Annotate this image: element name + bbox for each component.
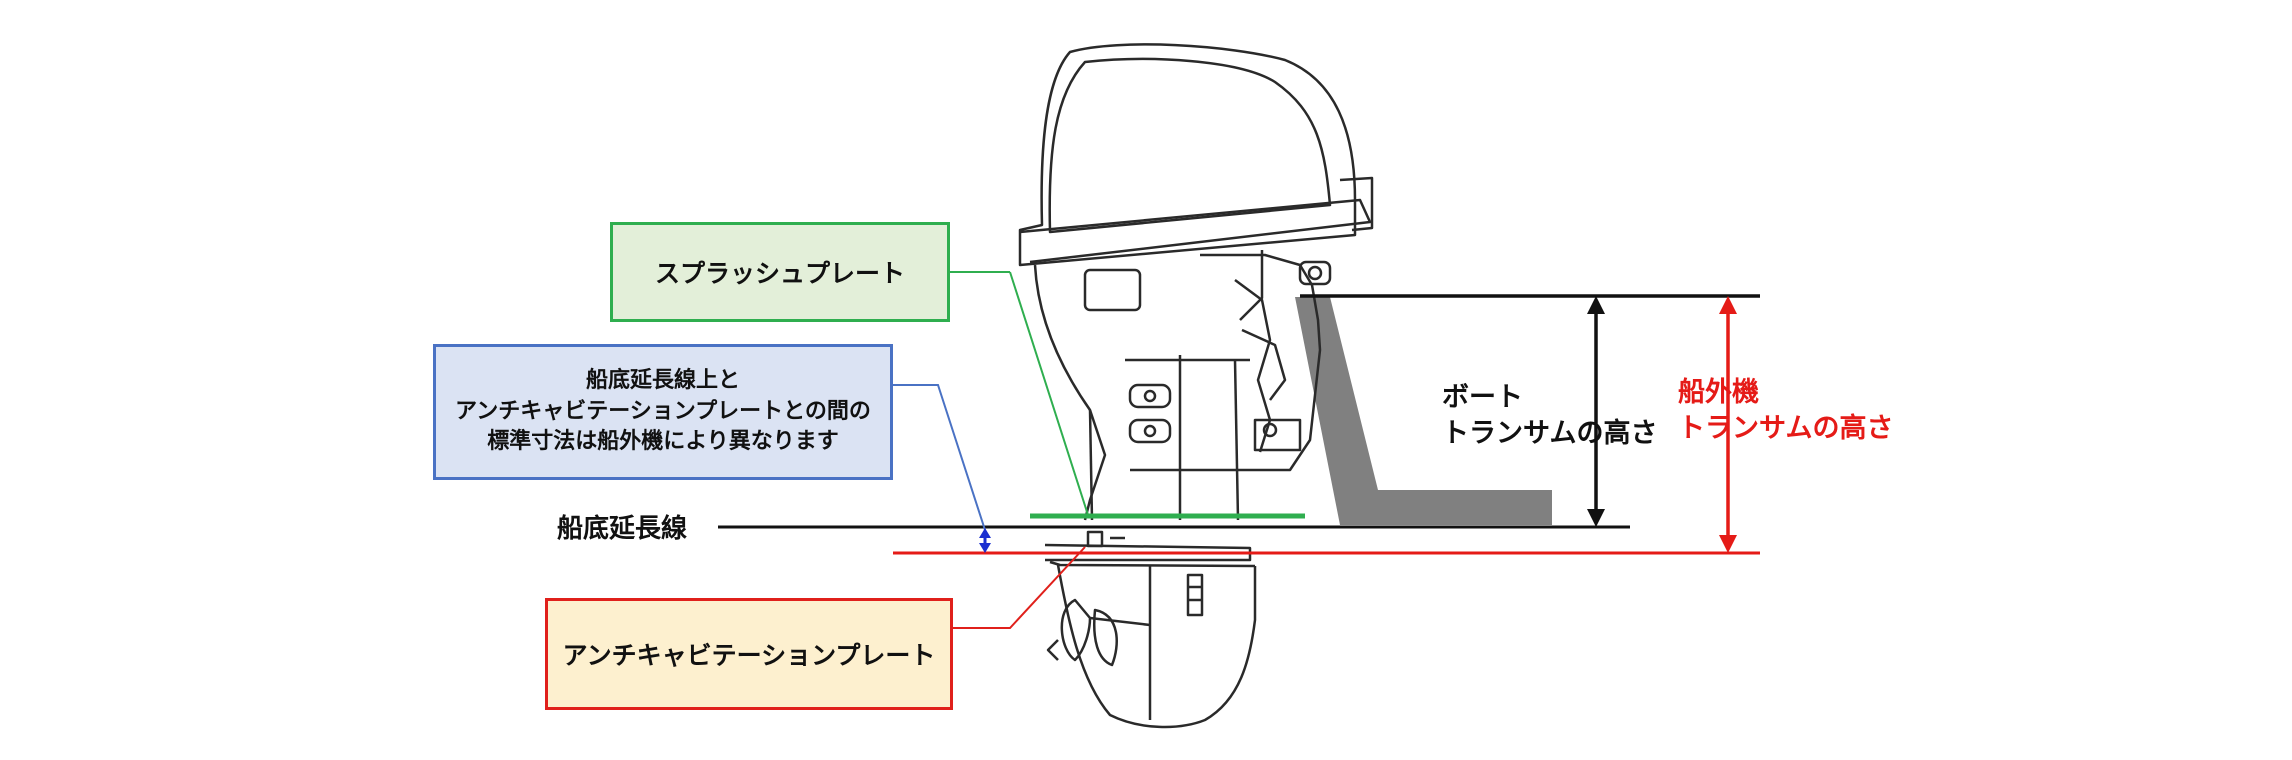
keel-extension-label: 船底延長線	[557, 514, 688, 544]
splash-plate-callout: スプラッシュプレート	[610, 222, 950, 322]
boat-transom-height-label: ボート トランサムの高さ	[1442, 380, 1657, 453]
splash-plate-label: スプラッシュプレート	[654, 259, 905, 288]
boat-transom-line-2: トランサムの高さ	[1442, 418, 1658, 450]
standard-dimension-note: 船底延長線上と アンチキャビテーションプレートとの間の 標準寸法は船外機により異…	[433, 344, 893, 480]
motor-transom-line-1: 船外機	[1678, 377, 1759, 408]
note-leader	[893, 384, 986, 531]
boat-transom-line-1: ボート	[1442, 382, 1523, 413]
splash-leader-diag	[1009, 271, 1089, 516]
gap-arrow-down	[979, 543, 991, 553]
boat-transom-shape	[1295, 297, 1552, 525]
motor-transom-line-2: トランサムの高さ	[1678, 413, 1894, 445]
gap-arrow-up	[979, 528, 991, 538]
motor-arrow-down	[1719, 535, 1737, 553]
motor-arrow-up	[1719, 296, 1737, 314]
anti-cavitation-label: アンチキャビテーションプレート	[562, 641, 936, 670]
note-line-1: 船底延長線上と	[585, 368, 740, 394]
note-line-2: アンチキャビテーションプレートとの間の	[455, 398, 871, 424]
boat-arrow-up	[1587, 296, 1605, 314]
anti-leader	[953, 546, 1086, 629]
motor-transom-height-label: 船外機 トランサムの高さ	[1678, 375, 1893, 448]
boat-arrow-down	[1587, 509, 1605, 527]
note-line-3: 標準寸法は船外機により異なります	[487, 429, 839, 455]
anti-cavitation-callout: アンチキャビテーションプレート	[545, 598, 953, 710]
outboard-motor-drawing	[1018, 43, 1374, 729]
